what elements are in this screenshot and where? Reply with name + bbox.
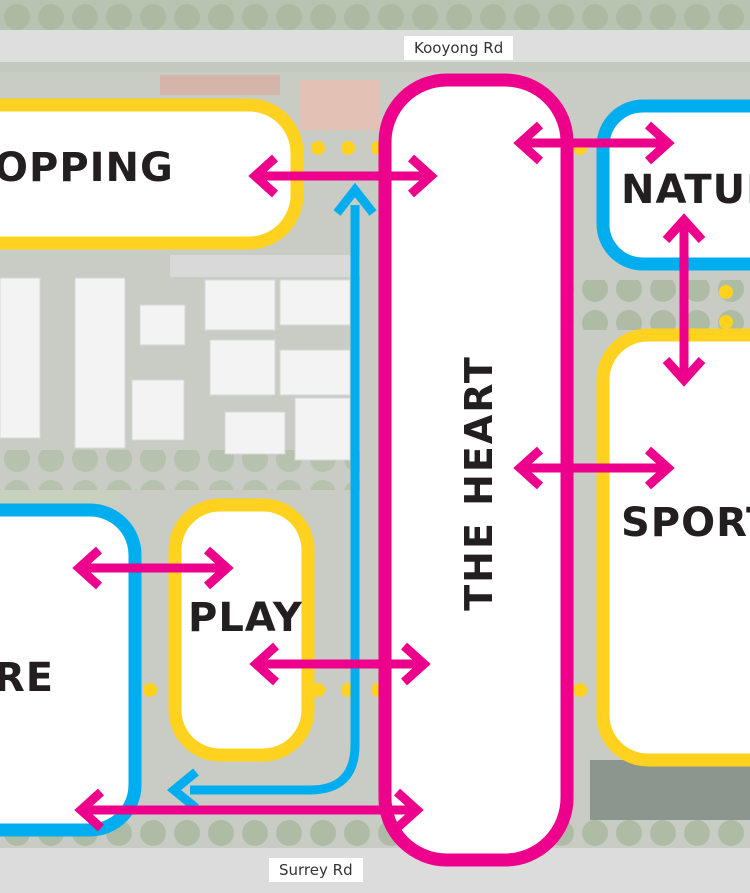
zone-panels [0,73,750,867]
zone-label-heart: THE HEART [457,355,501,611]
zone-label-leisure: RE [0,655,55,701]
two-way-arrow-icon [72,121,706,832]
road-label-kooyong: Kooyong Rd [404,36,514,60]
zone-label-play: PLAY [188,595,303,641]
zone-label-shopping: OPPING [0,145,174,191]
sport-zone [596,328,750,767]
road-label-surrey: Surrey Rd [269,858,363,882]
leisure-zone [0,503,142,837]
zone-label-nature: NATUR [621,167,750,213]
buildings [0,277,351,461]
zone-label-sport: SPORT [621,500,750,546]
one-way-arrow-icon [166,182,377,812]
